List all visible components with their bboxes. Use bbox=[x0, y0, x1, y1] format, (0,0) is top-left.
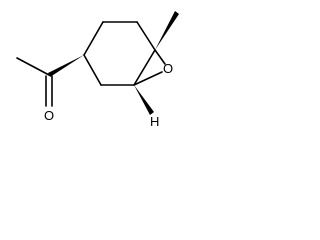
molecule-structure: O O H bbox=[16, 11, 179, 129]
ring-bond bbox=[133, 49, 156, 86]
epoxide-bond bbox=[133, 71, 163, 86]
hydrogen-label: H bbox=[150, 114, 159, 129]
epoxide-bond bbox=[154, 49, 166, 65]
ring-bond bbox=[136, 21, 156, 51]
hydrogen-wedge-bond bbox=[134, 85, 154, 115]
carbonyl-oxygen-label: O bbox=[44, 108, 54, 123]
ring-bond bbox=[83, 21, 104, 56]
acetyl-wedge-bond bbox=[48, 55, 84, 77]
epoxide-oxygen-label: O bbox=[163, 61, 173, 76]
acetyl-methyl-bond bbox=[16, 57, 50, 76]
ring-bond bbox=[83, 54, 102, 86]
structure-canvas: O O H bbox=[0, 0, 186, 148]
methyl-wedge-bond bbox=[155, 11, 179, 50]
